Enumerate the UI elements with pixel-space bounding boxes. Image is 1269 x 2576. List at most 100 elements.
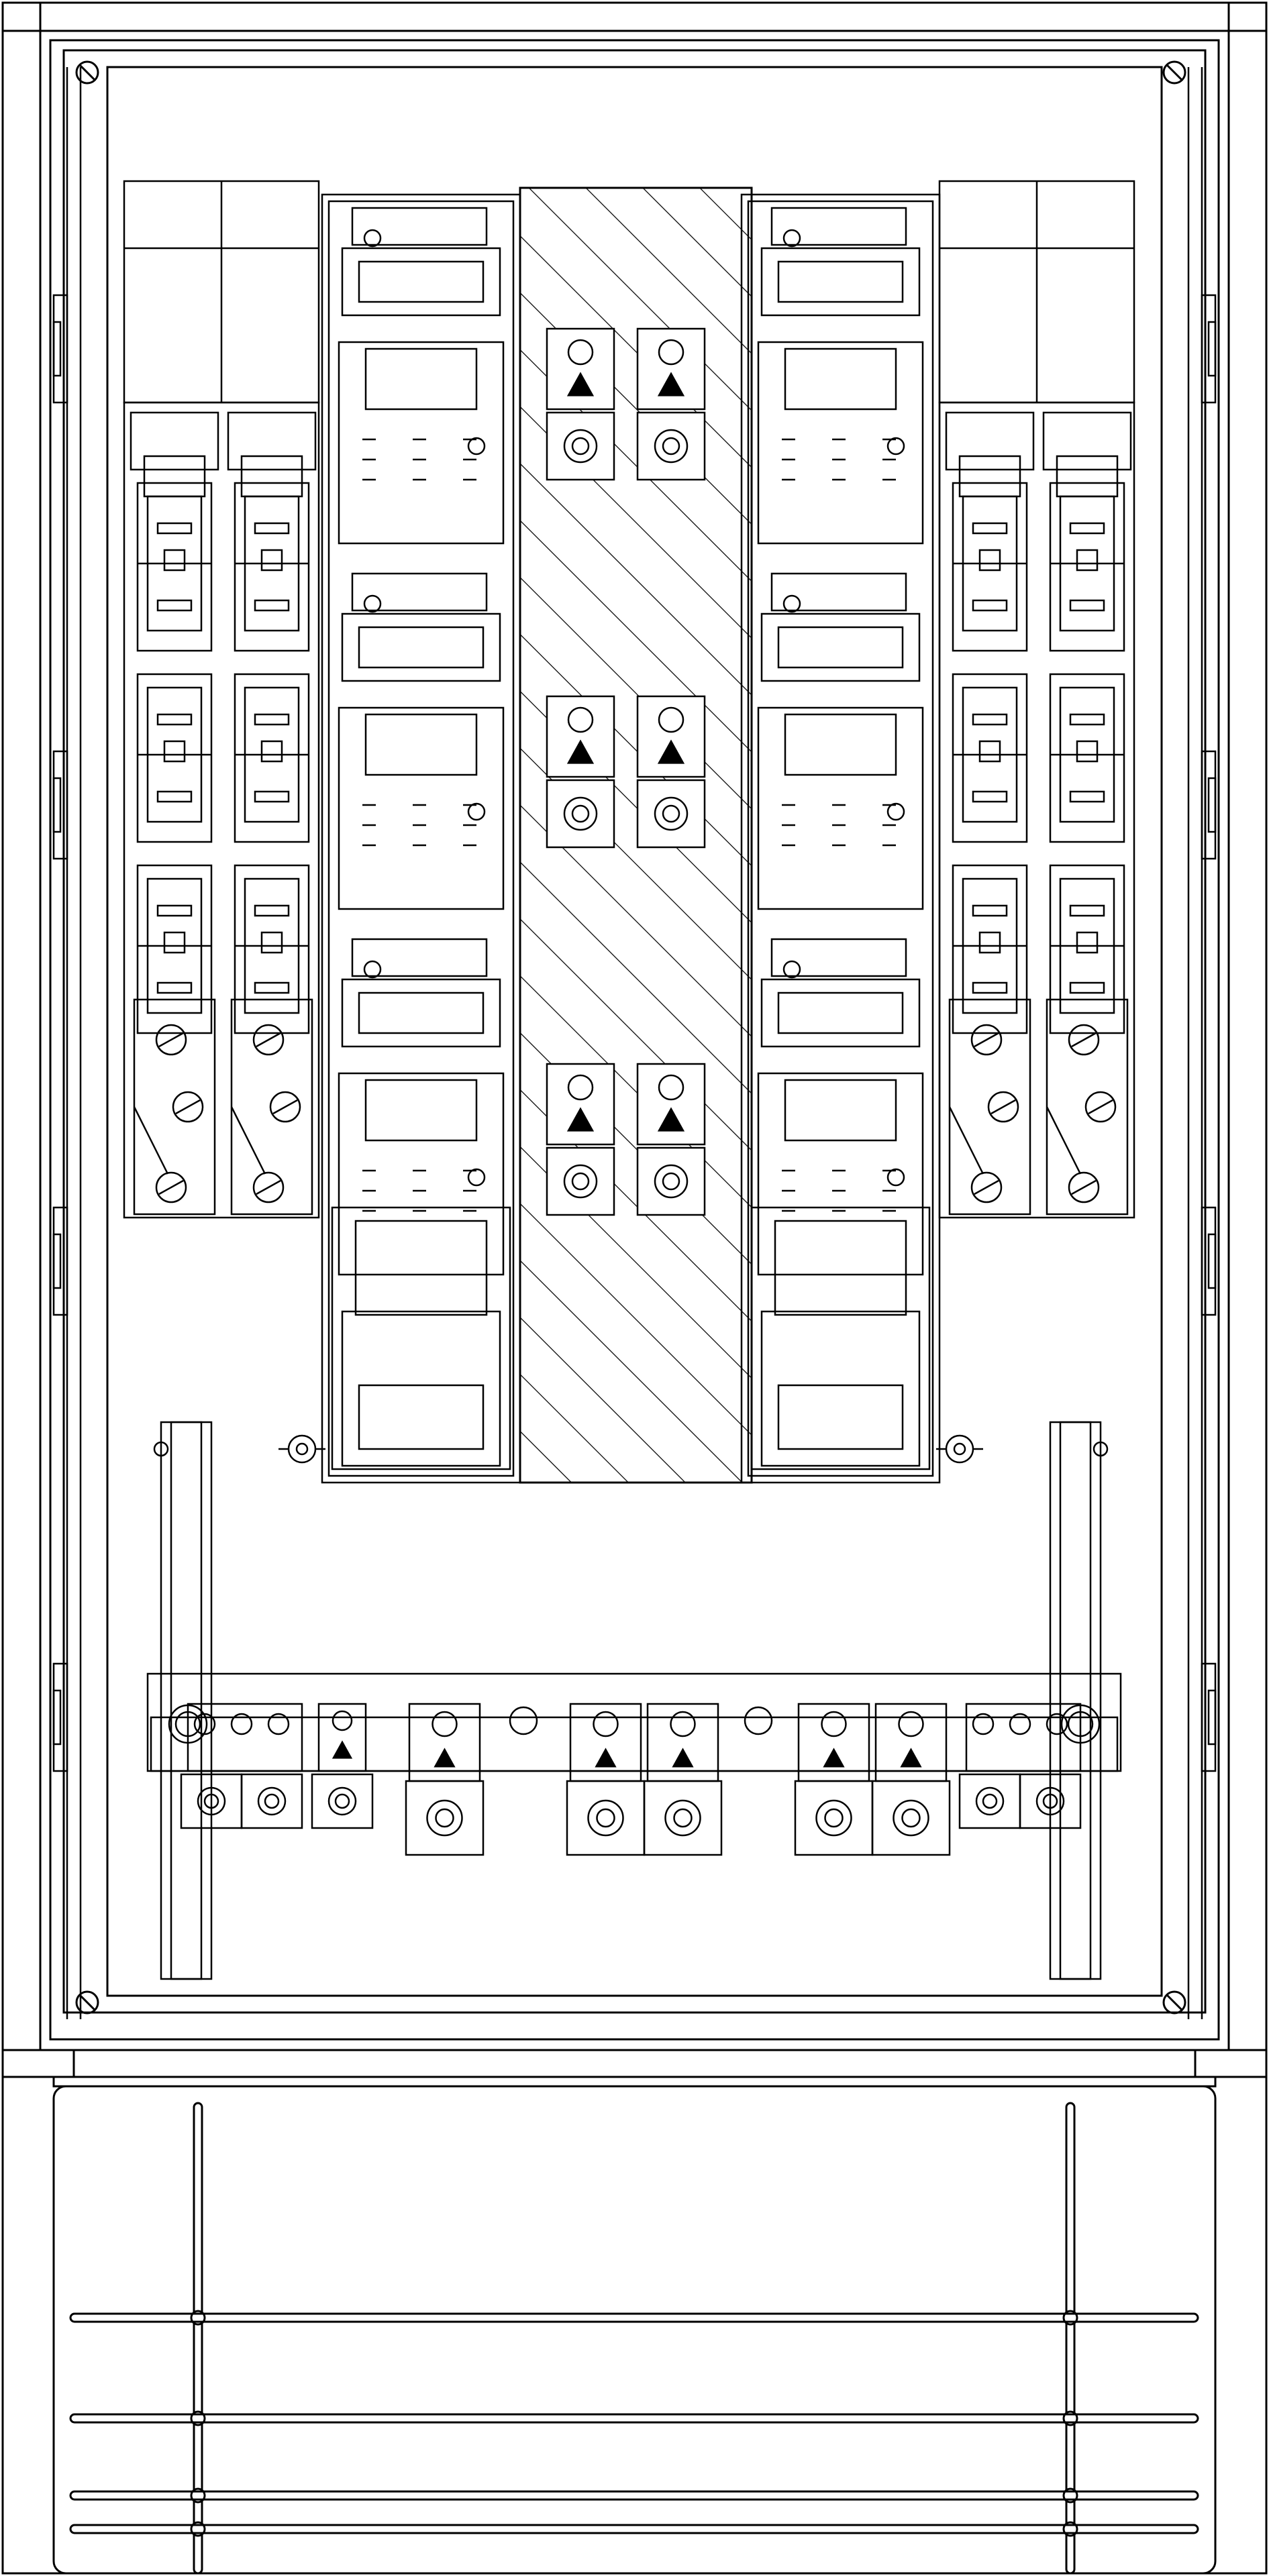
terminal-screw-icon <box>155 1024 187 1056</box>
terminal-screw-icon <box>567 706 594 733</box>
main-terminal-body <box>569 1703 642 1782</box>
terminal-group <box>643 1703 723 1856</box>
terminal-screw-icon <box>252 1024 285 1056</box>
fuse-column-header <box>945 411 1035 471</box>
fuse-bank-frame <box>123 401 320 1219</box>
arrow-up-icon <box>595 1748 617 1768</box>
terminal-screw-icon <box>197 1786 226 1816</box>
left-side-rail <box>52 67 82 2019</box>
terminal-group <box>566 1703 646 1856</box>
arrow-up-icon <box>566 372 595 396</box>
switch-head <box>341 247 501 317</box>
lower-cable-compartment <box>1 2076 1268 2575</box>
fuse-switch-icon <box>136 482 213 652</box>
fuse-switch-icon <box>952 864 1028 1034</box>
lower-horizontal-bars <box>69 2310 1199 2537</box>
terminal-screw-icon <box>327 1786 357 1816</box>
switch-label-window <box>364 347 478 411</box>
fuse-switch-icon <box>234 482 310 652</box>
terminal-screw-icon <box>821 1711 847 1737</box>
left-switch-stack <box>278 193 521 1484</box>
bar-junction <box>190 2410 206 2426</box>
main-terminal-body <box>797 1703 870 1782</box>
arrow-up-icon <box>566 739 595 764</box>
switch-head <box>760 978 921 1048</box>
fuse-switch-icon <box>234 673 310 843</box>
lower-vertical-bars <box>193 2102 1076 2575</box>
base-label-window <box>777 1384 904 1450</box>
terminal-screw-icon <box>426 1799 463 1837</box>
arrow-up-icon <box>672 1748 694 1768</box>
fuse-column-header <box>130 411 219 471</box>
rail-slot <box>52 1233 62 1289</box>
small-clamp <box>311 1773 374 1829</box>
terminal-screw-icon <box>1035 1786 1065 1816</box>
terminal-screw-icon <box>1068 1024 1100 1056</box>
switch-head <box>760 247 921 317</box>
busbar-terminal-pair <box>546 1063 615 1216</box>
terminal-screw-icon <box>567 339 594 366</box>
inner-panel-border <box>62 49 1207 2014</box>
switch-handle <box>351 938 488 977</box>
main-clamp <box>643 1780 723 1856</box>
fuse-column <box>1042 411 1132 1216</box>
busbar-terminal-pair <box>636 1063 706 1216</box>
terminal-group <box>871 1703 951 1856</box>
arrow-up-icon <box>332 1740 353 1759</box>
fuse-switch-icon <box>338 572 505 910</box>
fuse-switch-icon <box>1049 482 1125 652</box>
terminal-screw-icon <box>898 1711 924 1737</box>
fuse-switch-icon <box>1049 673 1125 843</box>
switch-label-window <box>784 347 897 411</box>
left-fuse-columns <box>123 180 320 1219</box>
side-rails <box>52 67 1217 2019</box>
fuse-window <box>240 455 303 498</box>
terminal-screw-icon <box>670 1711 696 1737</box>
terminal-screw-icon <box>658 339 684 366</box>
switch-test-point <box>467 1168 486 1187</box>
right-fuse-bank <box>938 180 1135 1219</box>
switch-pivot <box>363 960 382 979</box>
switch-test-point <box>467 437 486 455</box>
arrow-up-icon <box>900 1748 922 1768</box>
busbar-terminal-pair <box>546 327 615 481</box>
terminal-group <box>405 1703 485 1856</box>
mounting-lug-icon <box>278 1434 325 1464</box>
fuse-window <box>143 455 206 498</box>
switch-test-point <box>886 437 905 455</box>
fuse-switch-icon <box>1049 864 1125 1034</box>
switch-handle <box>770 572 907 612</box>
terminal-screw-icon <box>587 1799 624 1837</box>
rail-slot <box>52 777 62 833</box>
switch-body <box>757 706 924 910</box>
bar-junction <box>1062 2487 1078 2504</box>
switch-pivot <box>782 229 801 248</box>
switch-stack-frame <box>740 193 941 1484</box>
terminal-screw-icon <box>970 1024 1003 1056</box>
switch-label-window <box>784 1079 897 1142</box>
fuse-switch-icon <box>757 207 924 545</box>
terminal-screw-icon <box>269 1091 301 1123</box>
bar-junction <box>190 2310 206 2326</box>
terminal-screw-icon <box>1046 1713 1068 1735</box>
arrow-up-icon <box>657 372 685 396</box>
main-clamp <box>405 1780 485 1856</box>
terminal-screw-icon <box>972 1713 995 1735</box>
bar-hole <box>509 1706 538 1735</box>
main-terminal-body <box>646 1703 719 1782</box>
fuse-switch-icon <box>952 673 1028 843</box>
busbar-clamp-lower <box>546 1146 615 1216</box>
main-clamp <box>566 1780 646 1856</box>
terminal-screw-icon <box>1084 1091 1117 1123</box>
pe-clamp <box>1019 1773 1082 1829</box>
fuse-switch-icon <box>757 938 924 1276</box>
switch-pivot <box>363 229 382 248</box>
fuse-column <box>130 411 219 1216</box>
terminal-screw-icon <box>987 1091 1019 1123</box>
terminal-group <box>180 1703 303 1829</box>
mounting-screw-icon <box>1162 60 1186 85</box>
fuse-terminal-block <box>133 998 216 1216</box>
switch-body <box>338 1072 505 1276</box>
fuse-window <box>1056 455 1119 498</box>
